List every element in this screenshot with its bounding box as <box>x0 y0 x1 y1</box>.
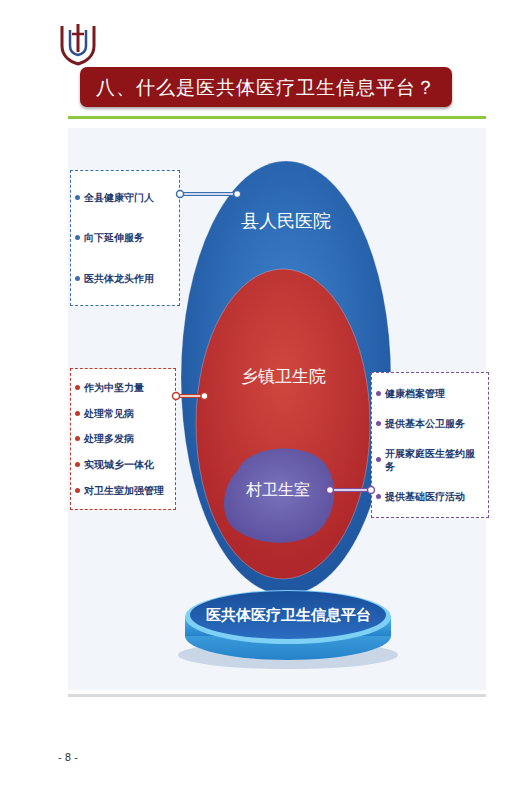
bullet-dot <box>376 494 381 499</box>
platform-base-outline <box>183 586 393 662</box>
bullet-row: 实现城乡一体化 <box>75 458 171 471</box>
connector-core <box>180 193 237 195</box>
bullet-row: 向下延伸服务 <box>75 231 175 244</box>
bullet-row: 提供基础医疗活动 <box>376 490 484 503</box>
platform-base: 医共体医疗卫生信息平台 <box>183 586 393 662</box>
logo-mark <box>56 20 100 66</box>
bullet-row: 对卫生室加强管理 <box>75 484 171 497</box>
connector-core <box>176 395 204 397</box>
connector-line <box>176 394 204 398</box>
bullet-dot <box>75 436 80 441</box>
callout-box: 全县健康守门人向下延伸服务医共体龙头作用 <box>70 170 180 306</box>
connector-end <box>173 393 180 400</box>
shape-label: 医共体医疗卫生信息平台 <box>183 606 393 624</box>
gray-rule <box>68 694 486 697</box>
bullet-text: 全县健康守门人 <box>84 191 154 204</box>
bullet-dot <box>376 457 381 462</box>
connector-line <box>330 488 371 492</box>
bullet-text: 处理多发病 <box>84 432 134 445</box>
bullet-row: 处理多发病 <box>75 432 171 445</box>
bullet-row: 健康档案管理 <box>376 387 484 400</box>
bullet-dot <box>75 276 80 281</box>
bullet-text: 对卫生室加强管理 <box>84 484 164 497</box>
bullet-row: 处理常见病 <box>75 407 171 420</box>
connector-end <box>201 393 208 400</box>
bullet-text: 健康档案管理 <box>385 387 445 400</box>
bullet-dot <box>75 385 80 390</box>
bullet-dot <box>75 462 80 467</box>
callout-box: 健康档案管理提供基本公卫服务开展家庭医生签约服务提供基础医疗活动 <box>371 372 489 518</box>
bullet-dot <box>75 488 80 493</box>
connector-end <box>234 191 241 198</box>
connector-end <box>368 487 375 494</box>
bullet-dot <box>376 421 381 426</box>
bullet-row: 开展家庭医生签约服务 <box>376 447 484 473</box>
bullet-row: 全县健康守门人 <box>75 191 175 204</box>
county-ellipse: 县人民医院乡镇卫生院村卫生室 <box>180 160 392 596</box>
bullet-dot <box>376 391 381 396</box>
ellipse-fill <box>196 269 370 579</box>
bullet-row: 作为中坚力量 <box>75 381 171 394</box>
connector-line <box>180 192 237 196</box>
callout-box: 作为中坚力量处理常见病处理多发病实现城乡一体化对卫生室加强管理 <box>70 368 176 510</box>
bullet-text: 向下延伸服务 <box>84 231 144 244</box>
bullet-text: 提供基础医疗活动 <box>385 490 465 503</box>
township-ellipse: 乡镇卫生院村卫生室 <box>195 268 371 580</box>
bullet-dot <box>75 195 80 200</box>
bullet-text: 实现城乡一体化 <box>84 458 154 471</box>
title-bar: 八、什么是医共体医疗卫生信息平台？ <box>80 67 452 107</box>
page-number: - 8 - <box>58 752 78 763</box>
connector-core <box>330 489 371 491</box>
connector-end <box>326 487 333 494</box>
ellipse-fill <box>181 161 391 595</box>
village-blob: 村卫生室 <box>218 440 338 545</box>
connector-end <box>177 191 184 198</box>
bullet-dot <box>75 411 80 416</box>
shape-label: 乡镇卫生院 <box>195 366 371 386</box>
bullet-dot <box>75 235 80 240</box>
bullet-row: 提供基本公卫服务 <box>376 417 484 430</box>
leader-connector <box>326 487 374 494</box>
shape-label: 县人民医院 <box>180 210 392 232</box>
shape-label: 村卫生室 <box>218 480 338 499</box>
leader-connector <box>177 191 241 198</box>
bullet-text: 医共体龙头作用 <box>84 272 154 285</box>
green-rule <box>68 116 486 119</box>
bullet-text: 开展家庭医生签约服务 <box>385 447 484 473</box>
bullet-text: 作为中坚力量 <box>84 381 144 394</box>
bullet-row: 医共体龙头作用 <box>75 272 175 285</box>
bullet-text: 提供基本公卫服务 <box>385 417 465 430</box>
leader-connector <box>173 393 208 400</box>
bullet-text: 处理常见病 <box>84 407 134 420</box>
